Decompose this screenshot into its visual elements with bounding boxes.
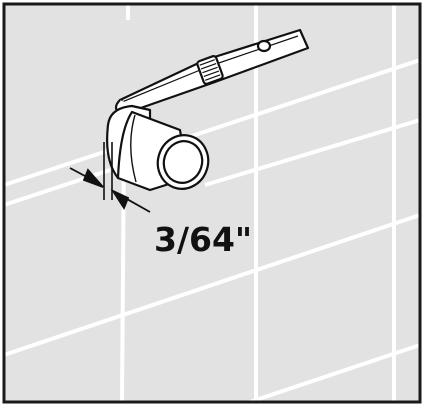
grout-lines: [3, 4, 421, 404]
dimension-arrows: [69, 167, 151, 213]
grip-knurling: [199, 59, 221, 81]
shower-head-icon: [106, 28, 310, 192]
lever-hole: [256, 39, 272, 53]
dimension-arrow-right-icon: [110, 188, 130, 210]
dimension-arrow-left-icon: [82, 168, 104, 188]
shower-face-inner: [162, 140, 204, 184]
cylinder-seam: [130, 114, 137, 183]
dimension-label: 3/64": [154, 220, 252, 259]
